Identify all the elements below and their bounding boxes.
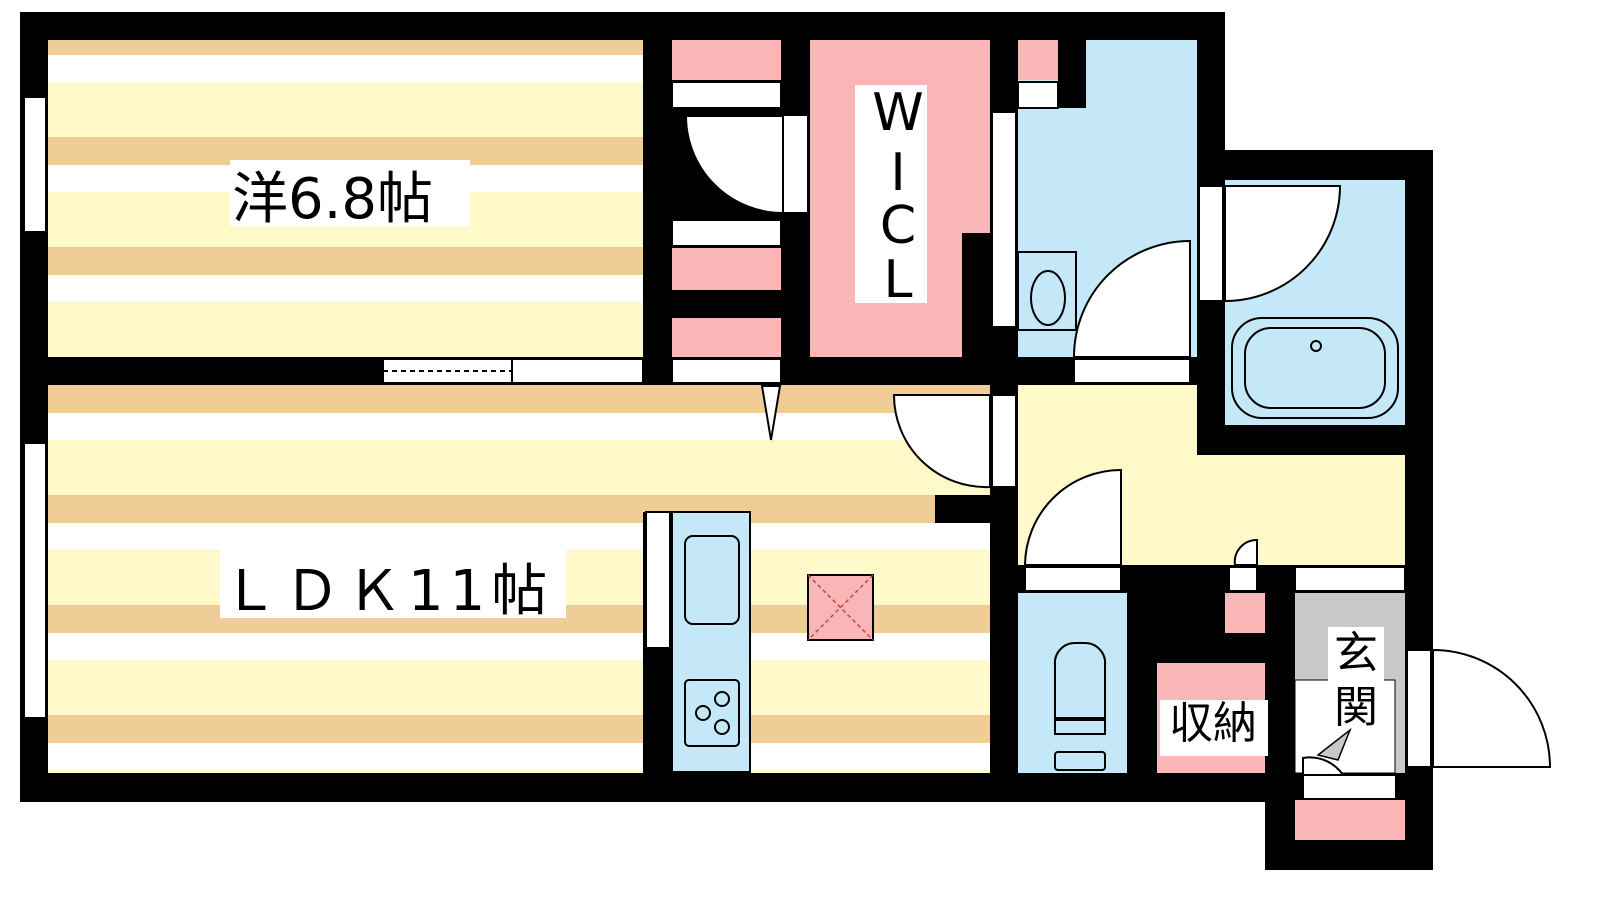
washbasin-icon (1030, 270, 1066, 326)
western-room-label: 洋6.8帖 (232, 167, 433, 232)
sink-icon (684, 535, 740, 625)
bathtub-icon (1231, 317, 1399, 419)
wicl-letter: C (880, 196, 916, 256)
door-bathroom[interactable] (1224, 185, 1342, 303)
door-ldk[interactable] (991, 394, 1017, 488)
entrance-label-2: 関 (1334, 682, 1378, 733)
shoe-cabinet (1295, 800, 1405, 840)
window-western (23, 96, 47, 233)
door-toilet[interactable] (1024, 566, 1122, 592)
kitchen-wall (935, 495, 990, 523)
closet (1018, 40, 1058, 80)
closet (672, 318, 781, 357)
closet (1225, 593, 1265, 633)
wicl-letter: L (884, 250, 913, 310)
door-washroom[interactable] (1073, 358, 1191, 384)
door-western[interactable] (782, 114, 809, 214)
refrigerator-space-icon (807, 574, 874, 641)
entrance-label-1: 玄 (1334, 628, 1378, 679)
toilet-floor (1018, 593, 1127, 773)
wicl-letter: I (890, 143, 905, 203)
wicl-letter: W (872, 83, 923, 143)
front-door[interactable] (1406, 649, 1432, 768)
window-ldk (23, 442, 47, 719)
washbasin-counter (1017, 251, 1077, 331)
closet (672, 248, 781, 290)
stove-icon (684, 679, 740, 747)
ldk-label: ＬＤＫ11帖 (222, 559, 553, 624)
closet (672, 40, 781, 80)
storage-label: 収納 (1169, 698, 1257, 749)
toilet-icon (1053, 641, 1107, 719)
